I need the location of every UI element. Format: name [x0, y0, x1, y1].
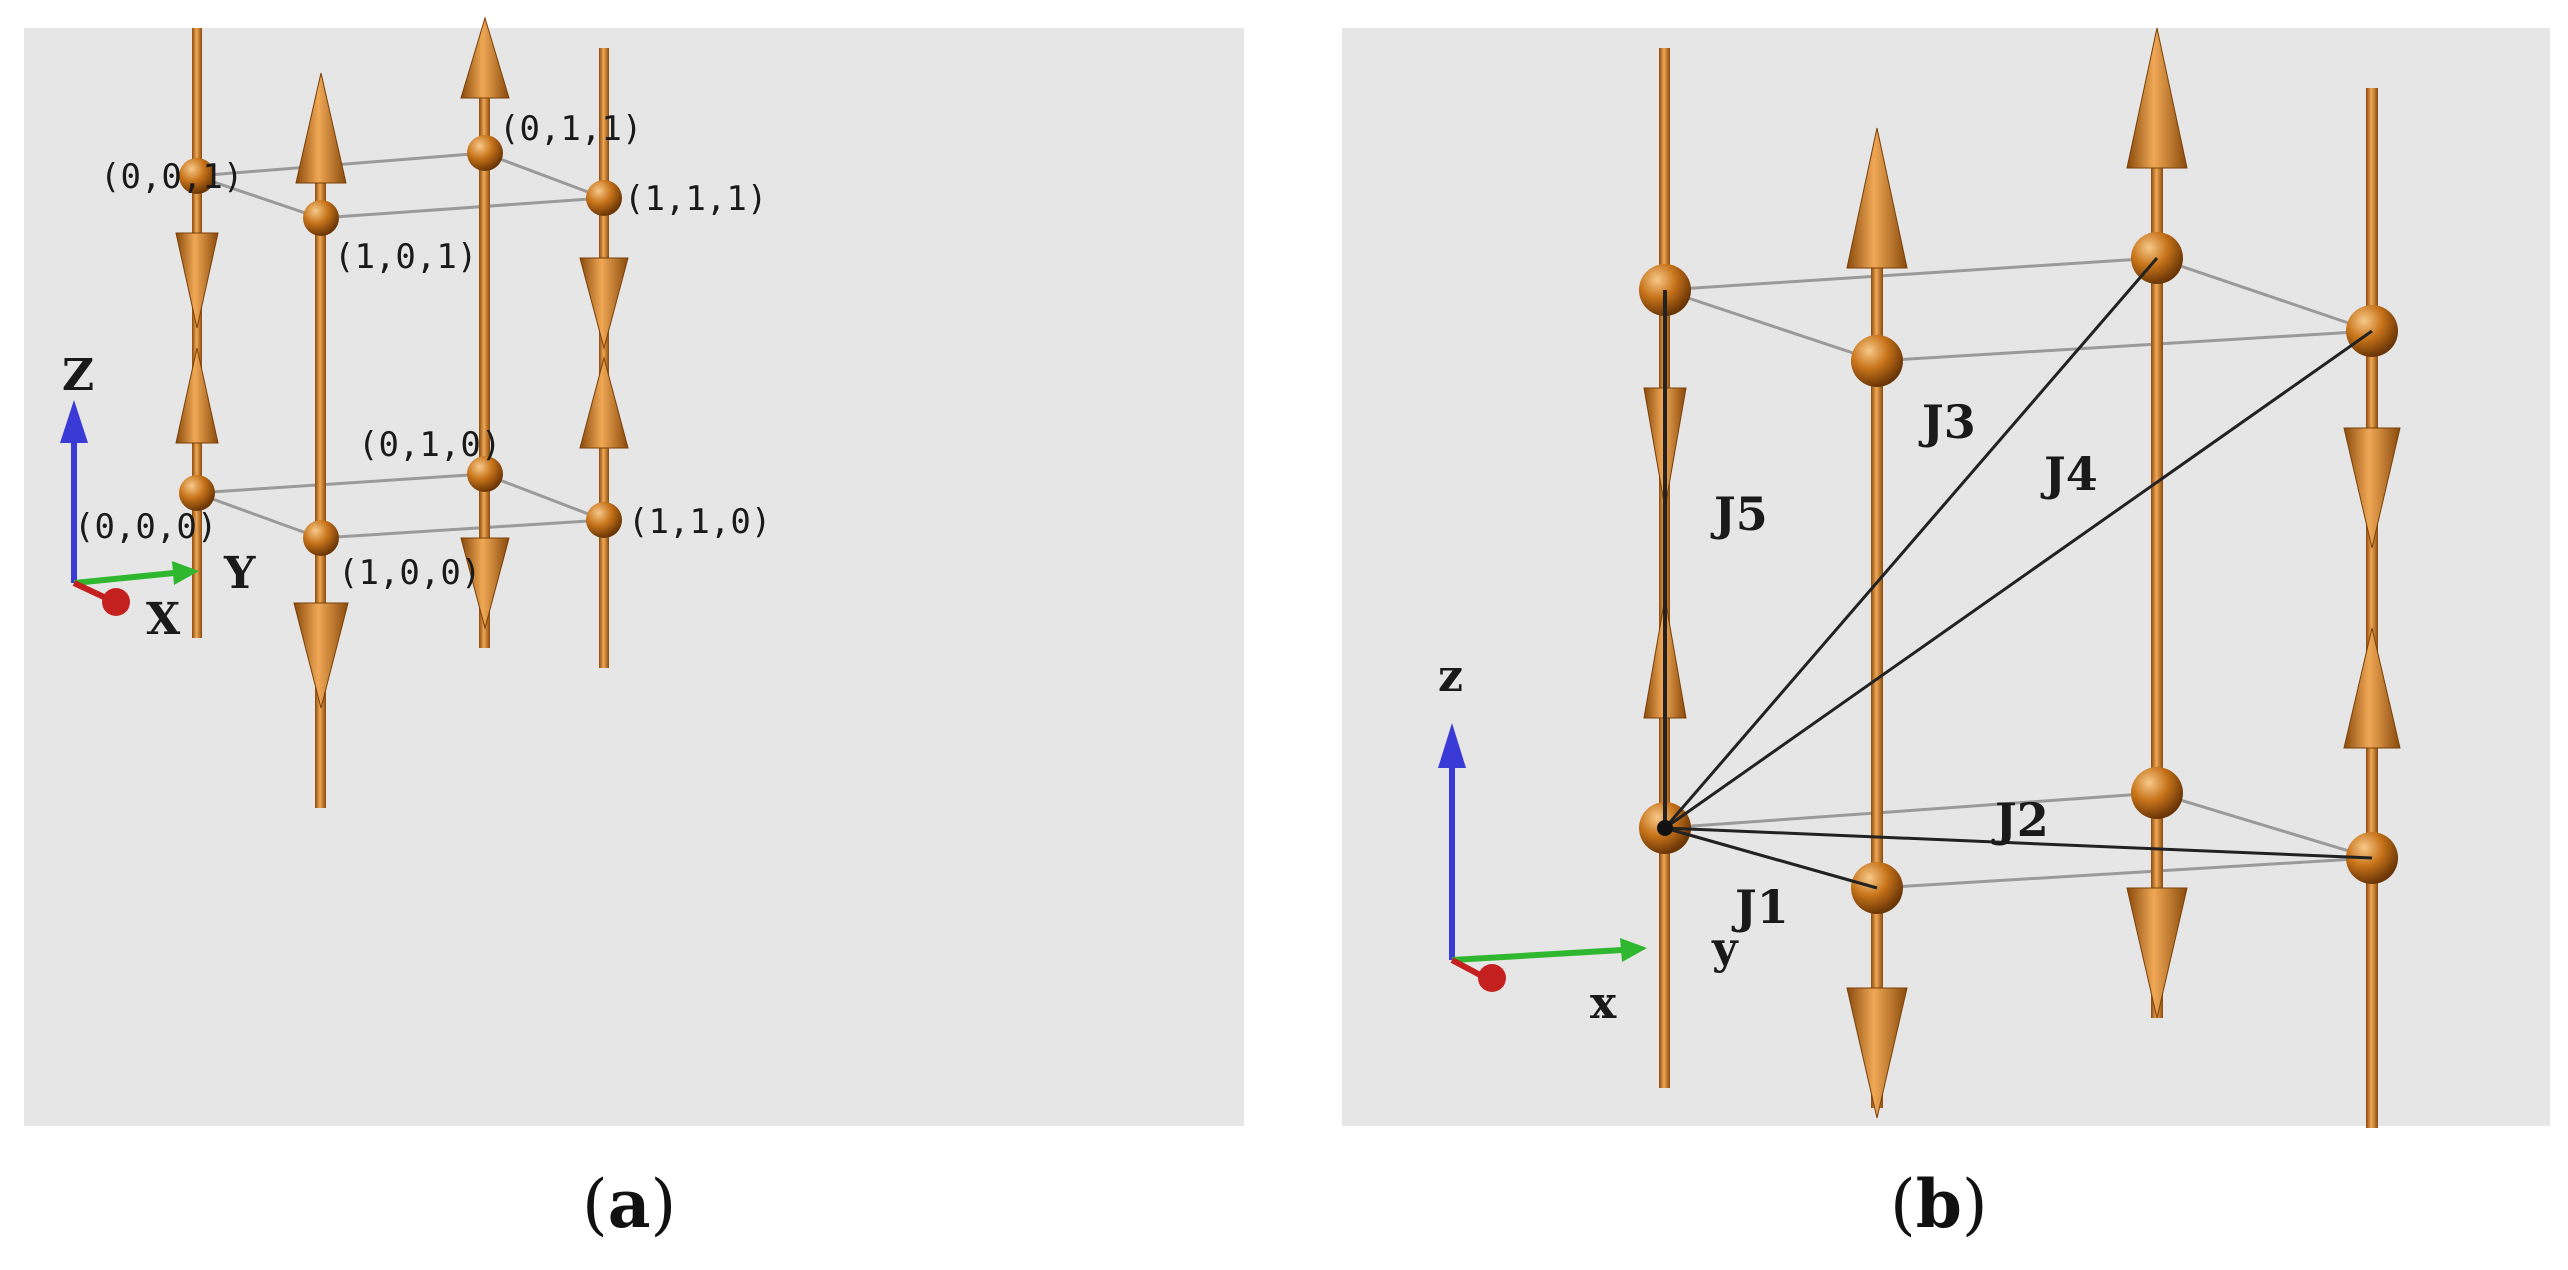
x-axis-label: X [146, 594, 181, 645]
spin-rods [1659, 48, 2378, 1128]
rod-0-1 [479, 98, 490, 648]
atoms [179, 135, 622, 556]
x-axis-label: x [1590, 978, 1617, 1029]
exchange-path-j4 [1664, 329, 2373, 830]
x-axis [72, 580, 108, 601]
panel-a-diagram: (0,0,1) (1,0,1) (0,1,1) (1,1,1) (0,0,0) … [60, 16, 771, 808]
caption-paren: ( [582, 1166, 608, 1243]
site-label: (1,1,0) [628, 502, 771, 542]
atom-001 [179, 158, 215, 194]
caption-letter: a [607, 1165, 651, 1243]
site-label: (1,0,1) [334, 237, 477, 277]
atom-100 [303, 520, 339, 556]
z-axis-label: Z [62, 350, 94, 401]
spin-up-arrow [2126, 27, 2188, 169]
rod-1-1 [2366, 88, 2378, 1128]
axes-triad: Z Y X [60, 350, 256, 645]
atom-111 [586, 180, 622, 216]
spin-up-arrow [175, 347, 219, 444]
caption-paren: ) [650, 1166, 677, 1243]
atom-101 [303, 200, 339, 236]
spin-up-arrow [295, 72, 347, 184]
exchange-label-j3: J3 [1918, 395, 1976, 449]
exchange-label-j4: J4 [2040, 447, 2098, 501]
exchange-label-j2: J2 [1991, 793, 2049, 847]
site-label: (1,0,0) [338, 553, 481, 593]
spin-down-arrow [293, 602, 349, 709]
spin-down-arrow [460, 537, 510, 630]
panel-b: J1 J2 J3 J4 J5 z y x [1342, 27, 2550, 1128]
atom-000 [179, 475, 215, 511]
site-label: (0,1,0) [358, 425, 501, 465]
exchange-paths [1663, 257, 2373, 890]
caption-b: (b) [1890, 1165, 1988, 1243]
spin-down-arrow [2126, 887, 2188, 1019]
spin-down-arrow [2343, 427, 2401, 549]
cell-frame [1663, 256, 2373, 890]
spin-down-arrow [175, 232, 219, 329]
panel-a: (0,0,1) (1,0,1) (0,1,1) (1,1,1) (0,0,0) … [24, 16, 1244, 1126]
cell-frame [195, 151, 605, 540]
exchange-path-j3 [1663, 257, 2159, 829]
atom-110 [586, 502, 622, 538]
y-axis [73, 570, 175, 586]
caption-a: (a) [582, 1165, 676, 1243]
y-axis-arrow-icon [1620, 938, 1647, 962]
site-label: (0,0,1) [100, 157, 243, 197]
exchange-label-j5: J5 [1710, 487, 1768, 541]
panel-b-diagram: J1 J2 J3 J4 J5 z y x [1438, 27, 2401, 1128]
spin-up-arrow [2343, 627, 2401, 749]
spin-down-arrow [1846, 987, 1908, 1119]
spin-up-arrow [579, 356, 629, 449]
site-label: (0,1,1) [499, 109, 642, 149]
exchange-path-j1 [1664, 826, 1878, 890]
z-axis-arrow-icon [60, 400, 88, 443]
x-axis-arrow-icon [102, 588, 130, 616]
atom-011 [467, 135, 503, 171]
exchange-labels: J1 J2 J3 J4 J5 [1710, 395, 2098, 934]
caption-paren: ( [1890, 1166, 1916, 1243]
y-axis-arrow-icon [172, 561, 199, 585]
atom-010 [2131, 767, 2183, 819]
site-label: (1,1,1) [624, 179, 767, 219]
spin-down-arrow [579, 257, 629, 350]
y-axis [1451, 947, 1623, 963]
origin-site-marker [1657, 820, 1673, 836]
x-axis [1450, 957, 1484, 979]
spin-up-arrow [460, 16, 510, 99]
exchange-label-j1: J1 [1731, 880, 1789, 934]
atom-101 [1851, 335, 1903, 387]
exchange-path-j2 [1664, 826, 2373, 860]
spin-arrows [175, 16, 629, 709]
x-axis-arrow-icon [1478, 964, 1506, 992]
caption-paren: ) [1961, 1166, 1988, 1243]
z-axis-label: z [1438, 651, 1463, 702]
spin-arrows [1643, 27, 2401, 1119]
y-axis-label: Y [223, 548, 256, 599]
spin-up-arrow [1846, 127, 1908, 269]
site-labels: (0,0,1) (1,0,1) (0,1,1) (1,1,1) (0,0,0) … [74, 109, 771, 593]
rod-1-0 [315, 168, 326, 808]
caption-letter: b [1915, 1165, 1962, 1243]
axes-triad: z y x [1438, 651, 1739, 1029]
site-label: (0,0,0) [74, 507, 217, 547]
rod-0-0 [192, 28, 202, 638]
atom-010 [467, 456, 503, 492]
z-axis-arrow-icon [1438, 723, 1466, 768]
y-axis-label: y [1711, 923, 1739, 974]
